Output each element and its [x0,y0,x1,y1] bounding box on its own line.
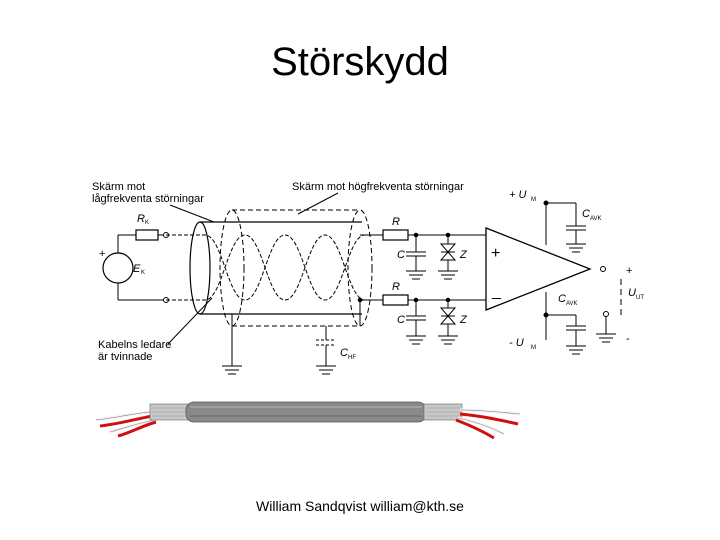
opamp-plus: + [491,245,500,262]
lf-shield-leader [169,204,215,223]
c-top-label: C [397,249,405,261]
chf-capacitor [316,326,336,375]
rk-sub: K [145,220,149,226]
ek-label: E [133,263,141,275]
supply-pos-label: + U [509,189,526,201]
chf-sub: HF [348,355,356,361]
cavk-top-label: C [582,208,590,220]
footer-author: William Sandqvist william@kth.se [256,498,464,514]
c-bottom-label: C [397,314,405,326]
ek-sub: K [141,270,145,276]
cavk-bottom-sub: AVK [566,301,578,307]
cable-photo [95,401,521,440]
source-plus: + [99,248,105,260]
twisted-leader [167,297,213,345]
output-minus: - [626,333,630,345]
r-top-label: R [392,216,400,228]
input-protection [357,229,486,345]
z-top-label: Z [459,249,468,261]
rk-resistor [135,229,159,241]
opamp-minus: _ [491,283,502,300]
cavk-bottom-label: C [558,293,566,305]
label-twisted-line1: Kabelns ledare [98,339,171,351]
label-twisted-line2: är tvinnade [98,351,152,363]
z-bottom-label: Z [459,314,468,326]
uut-sub: UT [636,295,644,301]
chf-label: C [340,347,348,359]
hf-shield-leader [297,192,339,215]
voltage-source [102,234,169,303]
r-bottom-label: R [392,281,400,293]
shield-ground-left [222,314,242,375]
opamp [485,200,622,355]
supply-neg-sub: M [531,345,536,351]
cavk-top-sub: AVK [590,216,602,222]
label-hf-shield: Skärm mot högfrekventa störningar [292,181,464,193]
supply-neg-label: - U [509,337,524,349]
supply-pos-sub: M [531,197,536,203]
uut-label: U [628,287,636,299]
label-lf-shield-line2: lågfrekventa störningar [92,193,204,205]
label-lf-shield-line1: Skärm mot [92,181,145,193]
rk-label: R [137,213,145,225]
shielded-cable [166,209,385,327]
slide-title: Störskydd [271,40,449,84]
output-plus: + [626,265,632,277]
